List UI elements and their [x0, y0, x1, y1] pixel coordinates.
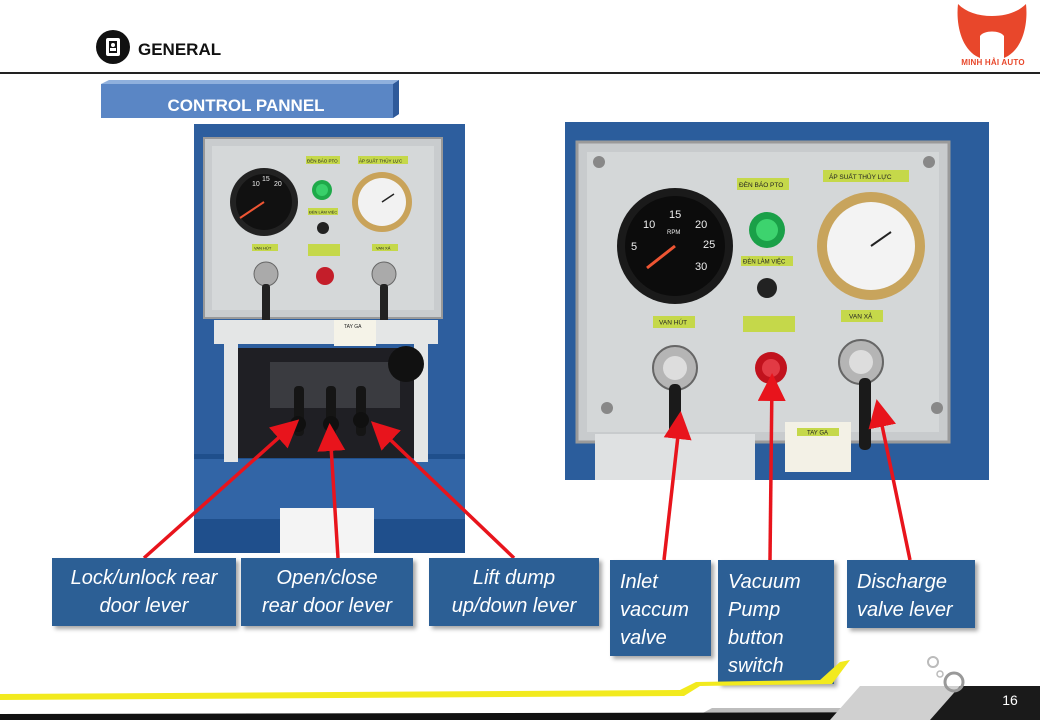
throttle-label: TAY GA — [807, 431, 828, 437]
suction-valve-label: VAN HÚT — [254, 246, 272, 251]
callout-line: Lock/unlock rear — [70, 567, 218, 589]
section-title: CONTROL PANNEL — [167, 96, 325, 115]
gauge-tick-label: 10 — [252, 181, 260, 188]
callout-line: door lever — [99, 595, 189, 617]
discharge-valve-label: VAN XẢ — [376, 246, 391, 251]
work-lamp-label: ĐÈN LÀM VIỆC — [309, 210, 337, 215]
header-divider — [0, 72, 1040, 74]
page-number: 16 — [1002, 692, 1018, 708]
gauge-tick-label: 20 — [274, 181, 282, 188]
callout-line: valve — [620, 627, 667, 649]
callout-discharge: Discharge valve lever — [847, 560, 975, 628]
callout-line: Discharge — [857, 571, 948, 593]
callout-line: Pump — [728, 599, 781, 621]
section-banner — [101, 80, 399, 118]
callout-line: button — [728, 627, 784, 649]
brand-logo-text: MINH HẢI AUTO — [961, 58, 1025, 67]
page-title: GENERAL — [138, 40, 222, 59]
callout-line: valve lever — [857, 599, 953, 621]
tach-tick-label: 30 — [695, 261, 707, 273]
tach-tick-label: 15 — [669, 209, 681, 221]
tach-tick-label: 25 — [703, 239, 715, 251]
tach-tick-label: 5 — [631, 241, 637, 253]
callout-line: vaccum — [620, 599, 689, 621]
tach-tick-label: 20 — [695, 219, 707, 231]
suction-valve-label: VAN HÚT — [659, 318, 687, 327]
pto-lamp-label: ĐÈN BÁO PTO — [307, 158, 338, 164]
throttle-label: TAY GA — [344, 324, 362, 330]
callout-open-close: Open/close rear door lever — [241, 558, 413, 626]
callout-line: switch — [728, 655, 784, 677]
callout-inlet: Inlet vaccum valve — [610, 560, 711, 656]
work-lamp-label: ĐÈN LÀM VIỆC — [743, 258, 786, 266]
control-panel-photo-right: 5 10 15 20 25 30 RPM ĐÈN BÁO PTO ÁP SUẤT… — [565, 122, 989, 480]
callout-line: Vacuum — [728, 571, 801, 593]
callout-lift-dump: Lift dump up/down lever — [429, 558, 599, 626]
brand-logo — [957, 4, 1027, 58]
callout-line: rear door lever — [261, 595, 393, 617]
callout-vacuum-pump: Vacuum Pump button switch — [718, 560, 834, 684]
control-panel-photo-left: 10 15 20 ĐÈN BÁO PTO ÁP SUẤT THỦY LỰC ĐÈ… — [194, 124, 465, 553]
pressure-label: ÁP SUẤT THỦY LỰC — [359, 158, 403, 164]
pto-lamp-label: ĐÈN BÁO PTO — [739, 180, 783, 189]
gauge-tick-label: 15 — [262, 176, 270, 183]
discharge-valve-label: VAN XẢ — [849, 312, 873, 321]
header-badge-icon — [96, 30, 130, 64]
callout-line: Inlet — [620, 571, 658, 593]
gear-icon — [927, 656, 965, 693]
callout-line: up/down lever — [451, 595, 577, 617]
footer-band — [0, 656, 1040, 720]
tach-tick-label: 10 — [643, 219, 655, 231]
callout-line: Open/close — [276, 567, 378, 589]
tach-unit: RPM — [667, 230, 680, 236]
callout-lock-unlock: Lock/unlock rear door lever — [52, 558, 236, 626]
callout-line: Lift dump — [472, 567, 556, 589]
pressure-label: ÁP SUẤT THỦY LỰC — [829, 171, 892, 181]
